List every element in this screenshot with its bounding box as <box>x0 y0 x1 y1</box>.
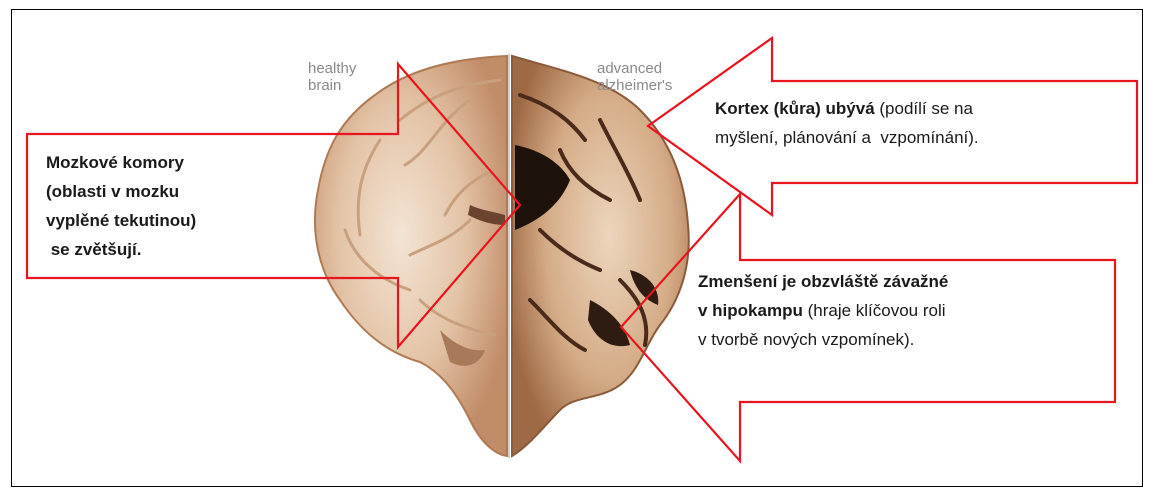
cortex-callout-text: Kortex (kůra) ubývá (podílí se na myšlen… <box>715 94 979 152</box>
cortex-line-1: Kortex (kůra) ubývá (podílí se na <box>715 94 979 123</box>
cortex-line-2: myšlení, plánování a vzpomínání). <box>715 123 979 152</box>
alzheimer-brain-label: advanced alzheimer's <box>597 60 672 94</box>
ventricles-line-4: se zvětšují. <box>46 235 196 264</box>
hippocampus-bold-2: v hipokampu <box>698 301 803 320</box>
hippocampus-line-3: v tvorbě nových vzpomínek). <box>698 325 948 354</box>
ventricles-line-1: Mozkové komory <box>46 148 196 177</box>
hippocampus-bold-1: Zmenšení je obzvláště závažné <box>698 272 948 291</box>
cortex-bold: Kortex (kůra) ubývá <box>715 99 875 118</box>
healthy-brain-label: healthy brain <box>308 60 356 94</box>
hippocampus-callout-text: Zmenšení je obzvláště závažné v hipokamp… <box>698 267 948 354</box>
cortex-normal: (podílí se na <box>875 99 973 118</box>
ventricles-line-2: (oblasti v mozku <box>46 177 196 206</box>
ventricles-line-3: vyplěné tekutinou) <box>46 206 196 235</box>
hippocampus-normal-2: (hraje klíčovou roli <box>803 301 946 320</box>
healthy-brain-half <box>315 56 507 456</box>
hippocampus-line-1: Zmenšení je obzvláště závažné <box>698 267 948 296</box>
hippocampus-line-2: v hipokampu (hraje klíčovou roli <box>698 296 948 325</box>
ventricles-callout-text: Mozkové komory (oblasti v mozku vyplěné … <box>46 148 196 264</box>
